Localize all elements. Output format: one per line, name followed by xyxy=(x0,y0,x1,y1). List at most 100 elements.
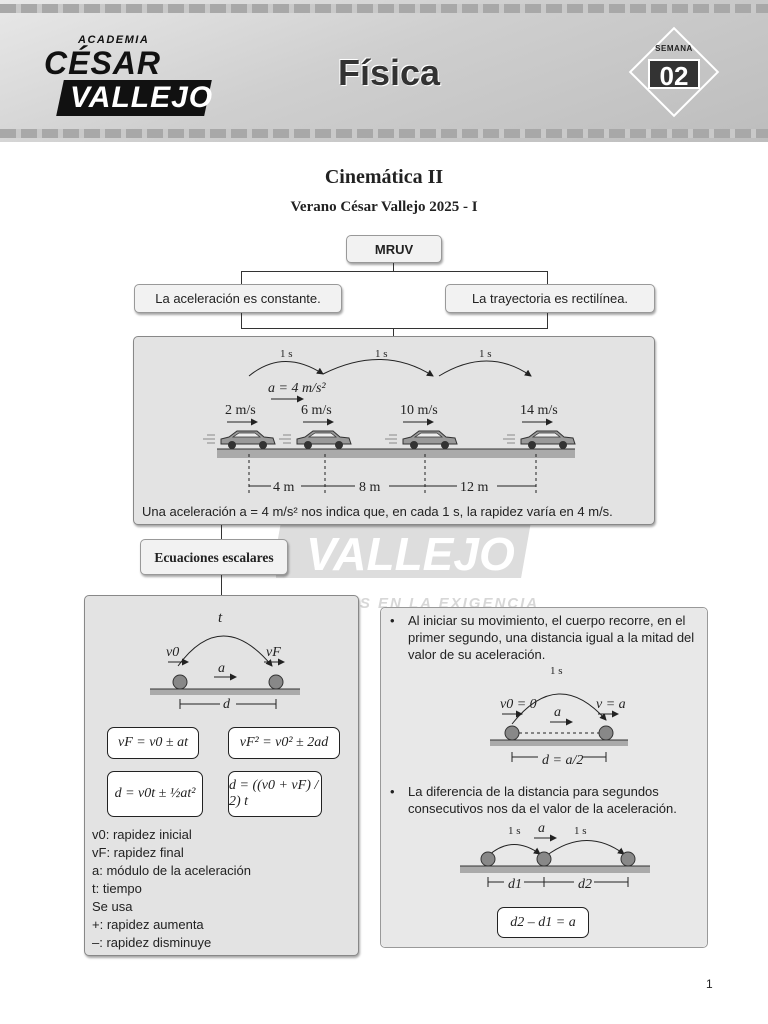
d2-ball-1 xyxy=(480,851,496,867)
logo-vallejo: VALLEJO xyxy=(70,81,214,114)
scalar-equations-label: Ecuaciones escalares xyxy=(154,550,274,565)
d2-d2: d2 xyxy=(578,877,592,892)
time-label-1: 1 s xyxy=(280,348,293,360)
ball-end xyxy=(268,674,284,690)
logo-cesar: CÉSAR xyxy=(44,45,162,81)
d1-v0: v0 = 0 xyxy=(500,697,537,712)
watermark-vallejo: VALLEJO xyxy=(306,528,515,580)
tree-line xyxy=(547,313,549,329)
d1-v: v = a xyxy=(596,697,626,712)
time-arc-3 xyxy=(438,360,532,377)
straight-trajectory-text: La trayectoria es rectilínea. xyxy=(471,291,629,306)
tree-line xyxy=(393,263,395,272)
variables-legend: v0: rapidez inicial vF: rapidez final a:… xyxy=(92,826,251,952)
time-label-3: 1 s xyxy=(479,348,492,360)
mruv-label: MRUV xyxy=(374,242,414,257)
legend-item: v0: rapidez inicial xyxy=(92,827,192,842)
header-pattern-band-bottom xyxy=(0,129,768,138)
speed-label-3: 10 m/s xyxy=(400,403,438,418)
speed-label-4: 14 m/s xyxy=(520,403,558,418)
first-second-diagram: 1 s v0 = 0 v = a a d = a/2 xyxy=(490,665,628,775)
mruv-box: MRUV xyxy=(346,235,442,263)
distance-label-2: 8 m xyxy=(359,480,381,495)
legend-item: t: tiempo xyxy=(92,881,142,896)
tree-line xyxy=(241,271,243,284)
distance-label-3: 12 m xyxy=(460,480,489,495)
properties-panel-bg xyxy=(381,608,707,947)
cars-diagram: 1 s 1 s 1 s a = 4 m/s² 2 m/s 6 m/s 10 m/… xyxy=(142,348,613,519)
d1-ball-start xyxy=(504,725,520,741)
diagram-t: t xyxy=(218,610,223,626)
car-2 xyxy=(278,430,352,450)
d1-d: d = a/2 xyxy=(542,753,583,768)
motion-diagram: t v0 vF a d xyxy=(150,610,300,712)
watermark-bar xyxy=(276,522,531,578)
cars-panel xyxy=(133,336,655,525)
ball-start xyxy=(172,674,188,690)
tree-line xyxy=(241,271,548,273)
legend-item: +: rapidez aumenta xyxy=(92,917,204,932)
car-4 xyxy=(502,430,576,450)
logo-vallejo-bar: VALLEJO xyxy=(56,80,214,116)
page-header: ACADEMIA CÉSAR VALLEJO Física SEMANA 02 xyxy=(0,0,768,142)
diagram-d: d xyxy=(223,697,231,712)
scalar-equations-box: Ecuaciones escalares xyxy=(140,539,288,575)
legend-item: a: módulo de la aceleración xyxy=(92,863,251,878)
logo-academia: ACADEMIA xyxy=(78,34,150,46)
time-label-2: 1 s xyxy=(375,348,388,360)
d2-ball-3 xyxy=(620,851,636,867)
acceleration-label: a = 4 m/s² xyxy=(268,381,326,396)
equation-vf-squared: vF² = v0² ± 2ad xyxy=(228,727,340,759)
consecutive-seconds-diagram: 1 s 1 s a d1 d2 xyxy=(460,821,650,893)
acceleration-caption: Una aceleración a = 4 m/s² nos indica qu… xyxy=(142,504,613,519)
road xyxy=(217,449,575,458)
week-number: 02 xyxy=(648,59,700,91)
subject-title: Física xyxy=(338,52,441,93)
legend-item: Se usa xyxy=(92,899,133,914)
d2-d1: d1 xyxy=(508,877,522,892)
week-badge: SEMANA 02 xyxy=(628,26,720,118)
page-title: Cinemática II xyxy=(324,166,444,188)
page-number: 1 xyxy=(706,977,713,991)
diagram-vf: vF xyxy=(266,645,281,660)
diagram-v0: v0 xyxy=(166,645,179,660)
property-bullet-1: • Al iniciar su movimiento, el cuerpo re… xyxy=(390,612,698,663)
week-label: SEMANA xyxy=(655,44,693,53)
d2-ball-2 xyxy=(536,851,552,867)
bullet-dot: • xyxy=(390,613,395,628)
car-1 xyxy=(202,430,276,450)
bullet-1-text: Al iniciar su movimiento, el cuerpo reco… xyxy=(408,613,695,662)
tree-line xyxy=(221,575,223,595)
page-subtitle: Verano César Vallejo 2025 - I xyxy=(290,199,478,215)
speed-label-1: 2 m/s xyxy=(225,403,256,418)
tree-line xyxy=(241,328,548,330)
legend-item: –: rapidez disminuye xyxy=(92,935,212,950)
tree-line xyxy=(241,313,243,329)
equation-distance-avg: d = ((v0 + vF) / 2) t xyxy=(228,771,322,817)
bullet-dot: • xyxy=(390,784,395,799)
time-arc-2 xyxy=(322,359,434,377)
d2-t1: 1 s xyxy=(508,825,521,837)
equation-distance-difference: d2 – d1 = a xyxy=(497,907,589,938)
constant-acceleration-box: La aceleración es constante. xyxy=(134,284,342,313)
d1-time: 1 s xyxy=(550,665,563,677)
header-pattern-band-top xyxy=(0,4,768,13)
d2-a: a xyxy=(538,821,545,836)
distance-label-1: 4 m xyxy=(273,480,295,495)
d1-ball-end xyxy=(598,725,614,741)
legend-item: vF: rapidez final xyxy=(92,845,184,860)
academy-logo: ACADEMIA CÉSAR VALLEJO xyxy=(44,34,213,120)
property-bullet-2: • La diferencia de la distancia para seg… xyxy=(390,783,698,817)
bullet-2-text: La diferencia de la distancia para segun… xyxy=(408,784,677,816)
straight-trajectory-box: La trayectoria es rectilínea. xyxy=(445,284,655,313)
constant-acceleration-text: La aceleración es constante. xyxy=(155,291,321,306)
time-arc-1 xyxy=(248,361,324,377)
d1-a: a xyxy=(554,705,561,720)
d2-t2: 1 s xyxy=(574,825,587,837)
diagram-a: a xyxy=(218,661,225,676)
speed-label-2: 6 m/s xyxy=(301,403,332,418)
car-3 xyxy=(384,430,458,450)
tree-line xyxy=(393,328,395,336)
tree-line xyxy=(547,271,549,284)
tree-line xyxy=(221,525,223,539)
